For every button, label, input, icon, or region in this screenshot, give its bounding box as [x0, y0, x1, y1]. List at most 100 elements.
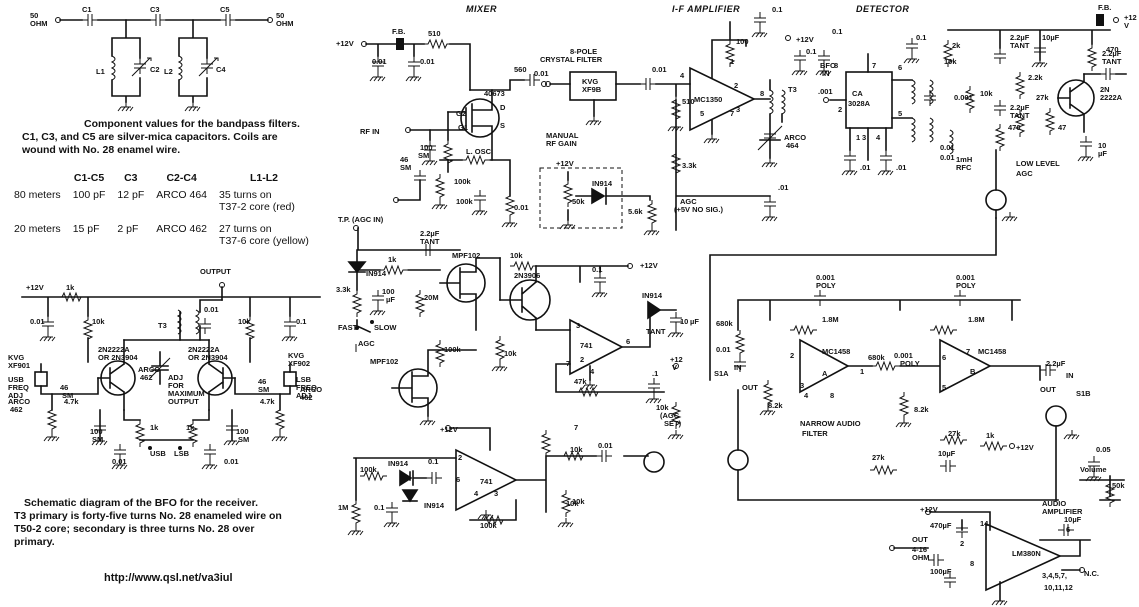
component-label-audio_filter: 0.01 [716, 345, 731, 354]
component-label-audio_filter: 5 [942, 383, 946, 392]
component-label-agc: 47k [574, 377, 587, 386]
component-label-if_amp: 3.3k [682, 161, 697, 170]
component-label-bottom_amp: 0.1 [428, 457, 438, 466]
component-label-bfo: 462 [140, 373, 153, 382]
component-label-detector: RFC [956, 163, 972, 172]
component-label-rf_gain: MANUAL [546, 131, 579, 140]
component-label-detector: 6 [898, 63, 902, 72]
component-label-bfo: 10k [238, 317, 251, 326]
component-label-detector: 1mH [956, 155, 972, 164]
bfo-caption: Schematic diagram of the BFO for the rec… [14, 497, 282, 549]
component-label-bottom_amp: 2 [458, 453, 462, 462]
band-cell: 20 meters [14, 223, 61, 235]
coil-core: T37-6 core (yellow) [219, 235, 309, 247]
component-label-if_amp: 464 [786, 141, 799, 150]
component-label-detector: 4 [876, 133, 881, 142]
component-label-agc: FAST [338, 323, 358, 332]
component-label-audio_amp: AMPLIFIER [1042, 507, 1083, 516]
component-label-mixer: 100 [420, 143, 433, 152]
component-label-detector: LOW LEVEL [1016, 159, 1060, 168]
component-label-audio_filter: 8.2k [914, 405, 929, 414]
component-label-bfo: OUTPUT [168, 397, 199, 406]
component-label-bottom_amp: 100k [480, 521, 498, 530]
component-label-audio_filter: 4 [804, 391, 809, 400]
component-label-if_amp: 5 [700, 109, 704, 118]
component-label-agc: µF [386, 295, 395, 304]
component-label-audio_filter: S1A [714, 369, 729, 378]
component-label-agc: (AGC [660, 411, 680, 420]
band-cell: 80 meters [14, 189, 61, 201]
component-label-audio_filter: 1.8M [822, 315, 839, 324]
component-label-bfo: KVG [8, 353, 24, 362]
component-label-bpf: C4 [216, 65, 226, 74]
caption-line: C1, C3, and C5 are silver-mica capacitor… [22, 131, 278, 143]
component-label-detector: 2.2k [1028, 73, 1043, 82]
component-label-agc: V [672, 363, 677, 372]
c3-cell: 2 pF [117, 223, 139, 235]
component-label-mixer: L. OSC. [466, 147, 493, 156]
component-label-bfo: 0.01 [224, 457, 239, 466]
component-label-agc: IN914 [642, 291, 663, 300]
receiver-main-schematic [347, 11, 1127, 606]
component-label-bfo: 0.01 [112, 457, 127, 466]
c2c4-cell: ARCO 462 [156, 223, 208, 235]
component-label-detector: AGC [1016, 169, 1033, 178]
component-label-bfo: ARCO [300, 385, 322, 394]
component-label-audio_amp: OUT [912, 535, 928, 544]
component-label-bfo: LSB [174, 449, 190, 458]
component-label-bpf: C1 [82, 5, 92, 14]
component-label-bfo: 462 [300, 393, 313, 402]
component-label-mixer: 100k [456, 197, 474, 206]
component-label-bottom_amp: 1M [338, 503, 348, 512]
component-label-xtal: 8-POLE [570, 47, 597, 56]
component-label-bfo: ARCO [138, 365, 160, 374]
component-label-rf_gain: +12V [556, 159, 574, 168]
component-label-bottom_amp: 741 [480, 477, 493, 486]
component-label-detector: 47 [1058, 123, 1066, 132]
source-url: http://www.qsl.net/va3iul [104, 572, 233, 584]
table-header [8, 172, 67, 187]
component-label-bottom_amp: +12V [440, 425, 458, 434]
component-label-audio_amp: 0.05 [1096, 445, 1111, 454]
component-label-audio_amp: 100µF [930, 567, 952, 576]
component-label-bfo: 46 [258, 377, 266, 386]
component-label-if_amp: .01 [778, 183, 788, 192]
component-label-detector: 10k [944, 57, 957, 66]
component-label-bfo: OUTPUT [200, 267, 231, 276]
component-label-detector: +12 [1124, 13, 1137, 22]
component-label-audio_amp: +12V [920, 505, 938, 514]
caption-line: Schematic diagram of the BFO for the rec… [24, 497, 258, 509]
component-label-bottom_amp: IN914 [388, 459, 409, 468]
component-label-audio_filter: 2.2µF [1046, 359, 1066, 368]
component-label-bpf: OHM [30, 19, 48, 28]
component-label-detector: 3028A [848, 99, 871, 108]
component-label-mixer: SM [400, 163, 411, 172]
component-label-audio_filter: B [970, 367, 976, 376]
component-label-bfo: 0.01 [204, 305, 219, 314]
component-label-detector: 2N [1100, 85, 1110, 94]
coil-turns: 35 turns on [219, 189, 272, 201]
component-label-bpf: C3 [150, 5, 160, 14]
component-label-detector: 0.1 [832, 27, 842, 36]
component-label-audio_filter: NARROW AUDIO [800, 419, 861, 428]
component-label-audio_amp: 10µF [1064, 515, 1082, 524]
component-label-bfo: KVG [288, 351, 304, 360]
component-label-bottom_amp: 0.01 [598, 441, 613, 450]
component-label-bfo: LSB [296, 375, 312, 384]
component-label-bfo: 100 [236, 427, 249, 436]
table-header: C3 [124, 172, 138, 184]
component-label-audio_filter: 3 [800, 381, 804, 390]
component-label-rf_gain: RF GAIN [546, 139, 577, 148]
component-label-bfo: 1k [150, 423, 159, 432]
component-label-if_amp: 5.6k [628, 207, 643, 216]
component-label-bfo: 4.7k [64, 397, 79, 406]
component-label-mixer: G2 [456, 109, 466, 118]
component-label-bfo: FREQ [8, 383, 29, 392]
component-label-agc: +12V [640, 261, 658, 270]
component-label-mixer: S [500, 121, 505, 130]
component-label-bottom_amp: 100k [360, 465, 378, 474]
table-header: C2-C4 [166, 172, 197, 184]
component-label-detector: TANT [1102, 57, 1122, 66]
component-label-audio_amp: 4-16 [912, 545, 927, 554]
component-label-agc: SLOW [374, 323, 397, 332]
